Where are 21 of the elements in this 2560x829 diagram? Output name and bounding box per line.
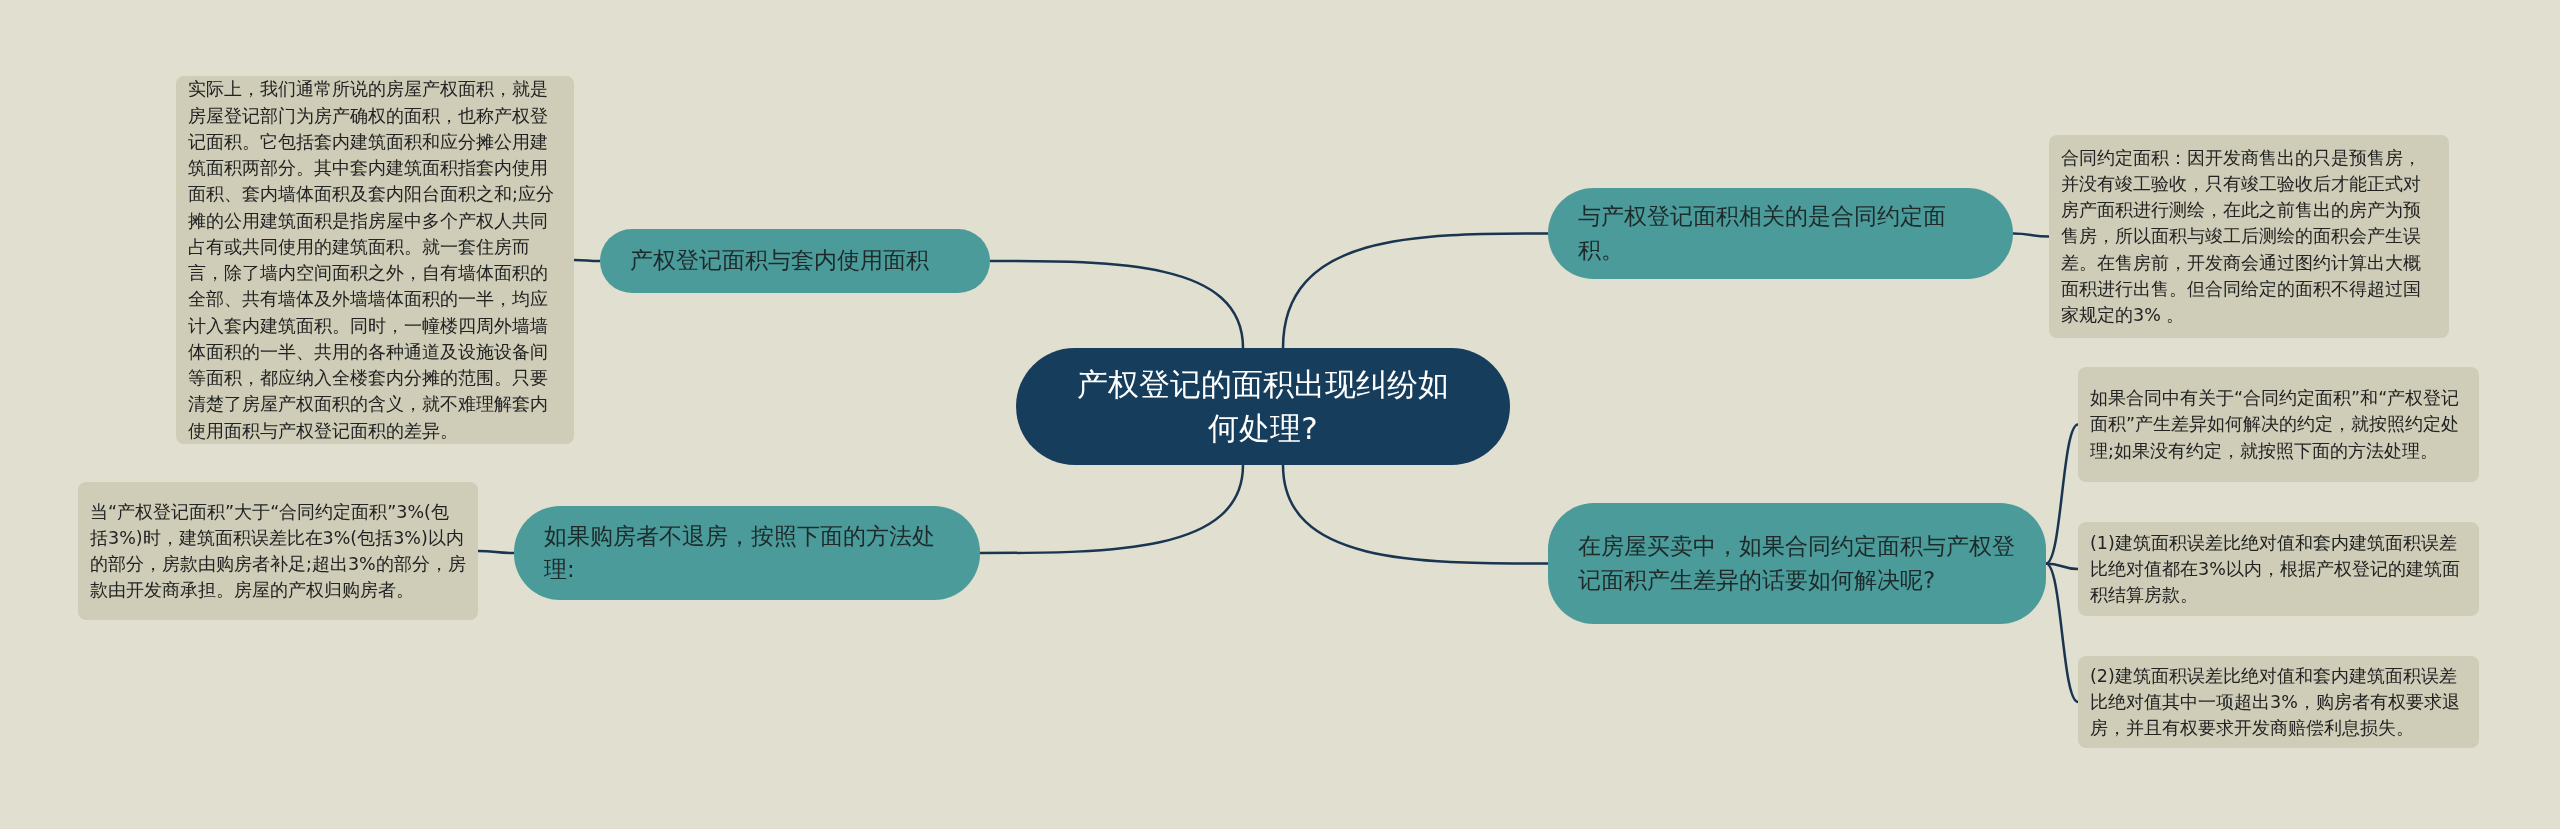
note-box: 实际上，我们通常所说的房屋产权面积，就是房屋登记部门为房产确权的面积，也称产权登记面积。它包括套内建筑面积和应分摊公用建筑面积两部分。其中套内建筑面积指套内使用面积、套内墙体面积及套内阳台面积之和;应分摊的公用建筑面积是指房屋中多个产权人共同占有或共同使用的建筑面积。就一套住房而言，除了墙内空间面积之外，自有墙体面积的全部、共有墙体及外墙墙体面积的一半，均应计入套内建筑面积。同时，一幢楼四周外墙墙体面积的一半、共用的各种通道及设施设备间等面积，都应纳入全楼套内分摊的范围。只要清楚了房屋产权面积的含义，就不难理解套内使用面积与产权登记面积的差异。: [176, 76, 574, 444]
topic-box: 在房屋买卖中，如果合同约定面积与产权登记面积产生差异的话要如何解决呢?: [1548, 503, 2046, 624]
connector-line: [2045, 423, 2079, 565]
connector-line: [478, 549, 514, 555]
connector-line: [2045, 562, 2079, 703]
note-box: 当“产权登记面积”大于“合同约定面积”3%(包括3%)时，建筑面积误差比在3%(包括3%)以内的部分，房款由购房者补足;超出3%的部分，房款由开发商承担。房屋的产权归购房者。: [78, 482, 478, 620]
note-box: 如果合同中有关于“合同约定面积”和“产权登记面积”产生差异如何解决的约定，就按照约定处理;如果没有约定，就按照下面的方法处理。: [2078, 367, 2479, 482]
connector-line: [990, 259, 1245, 349]
note-box: (2)建筑面积误差比绝对值和套内建筑面积误差比绝对值其中一项超出3%，购房者有权要求退房，并且有权要求开发商赔偿利息损失。: [2078, 656, 2479, 748]
connector-line: [1281, 464, 1548, 565]
connector-line: [1281, 232, 1548, 349]
topic-box: 产权登记面积与套内使用面积: [600, 229, 990, 293]
central-topic-box: 产权登记的面积出现纠纷如何处理?: [1016, 348, 1510, 465]
topic-box: 与产权登记面积相关的是合同约定面积。: [1548, 188, 2013, 279]
connector-line: [980, 464, 1245, 555]
note-box: (1)建筑面积误差比绝对值和套内建筑面积误差比绝对值都在3%以内，根据产权登记的建筑面积结算房款。: [2078, 522, 2479, 616]
connector-line: [2013, 232, 2049, 238]
connector-line: [574, 258, 600, 263]
topic-box: 如果购房者不退房，按照下面的方法处理:: [514, 506, 980, 600]
note-box: 合同约定面积：因开发商售出的只是预售房，并没有竣工验收，只有竣工验收后才能正式对房产面积进行测绘，在此之前售出的房产为预售房，所以面积与竣工后测绘的面积会产生误差。在售房前，开发商会通过图约计算出大概面积进行出售。但合同给定的面积不得超过国家规定的3% 。: [2049, 135, 2449, 338]
connector-line: [2045, 562, 2079, 571]
